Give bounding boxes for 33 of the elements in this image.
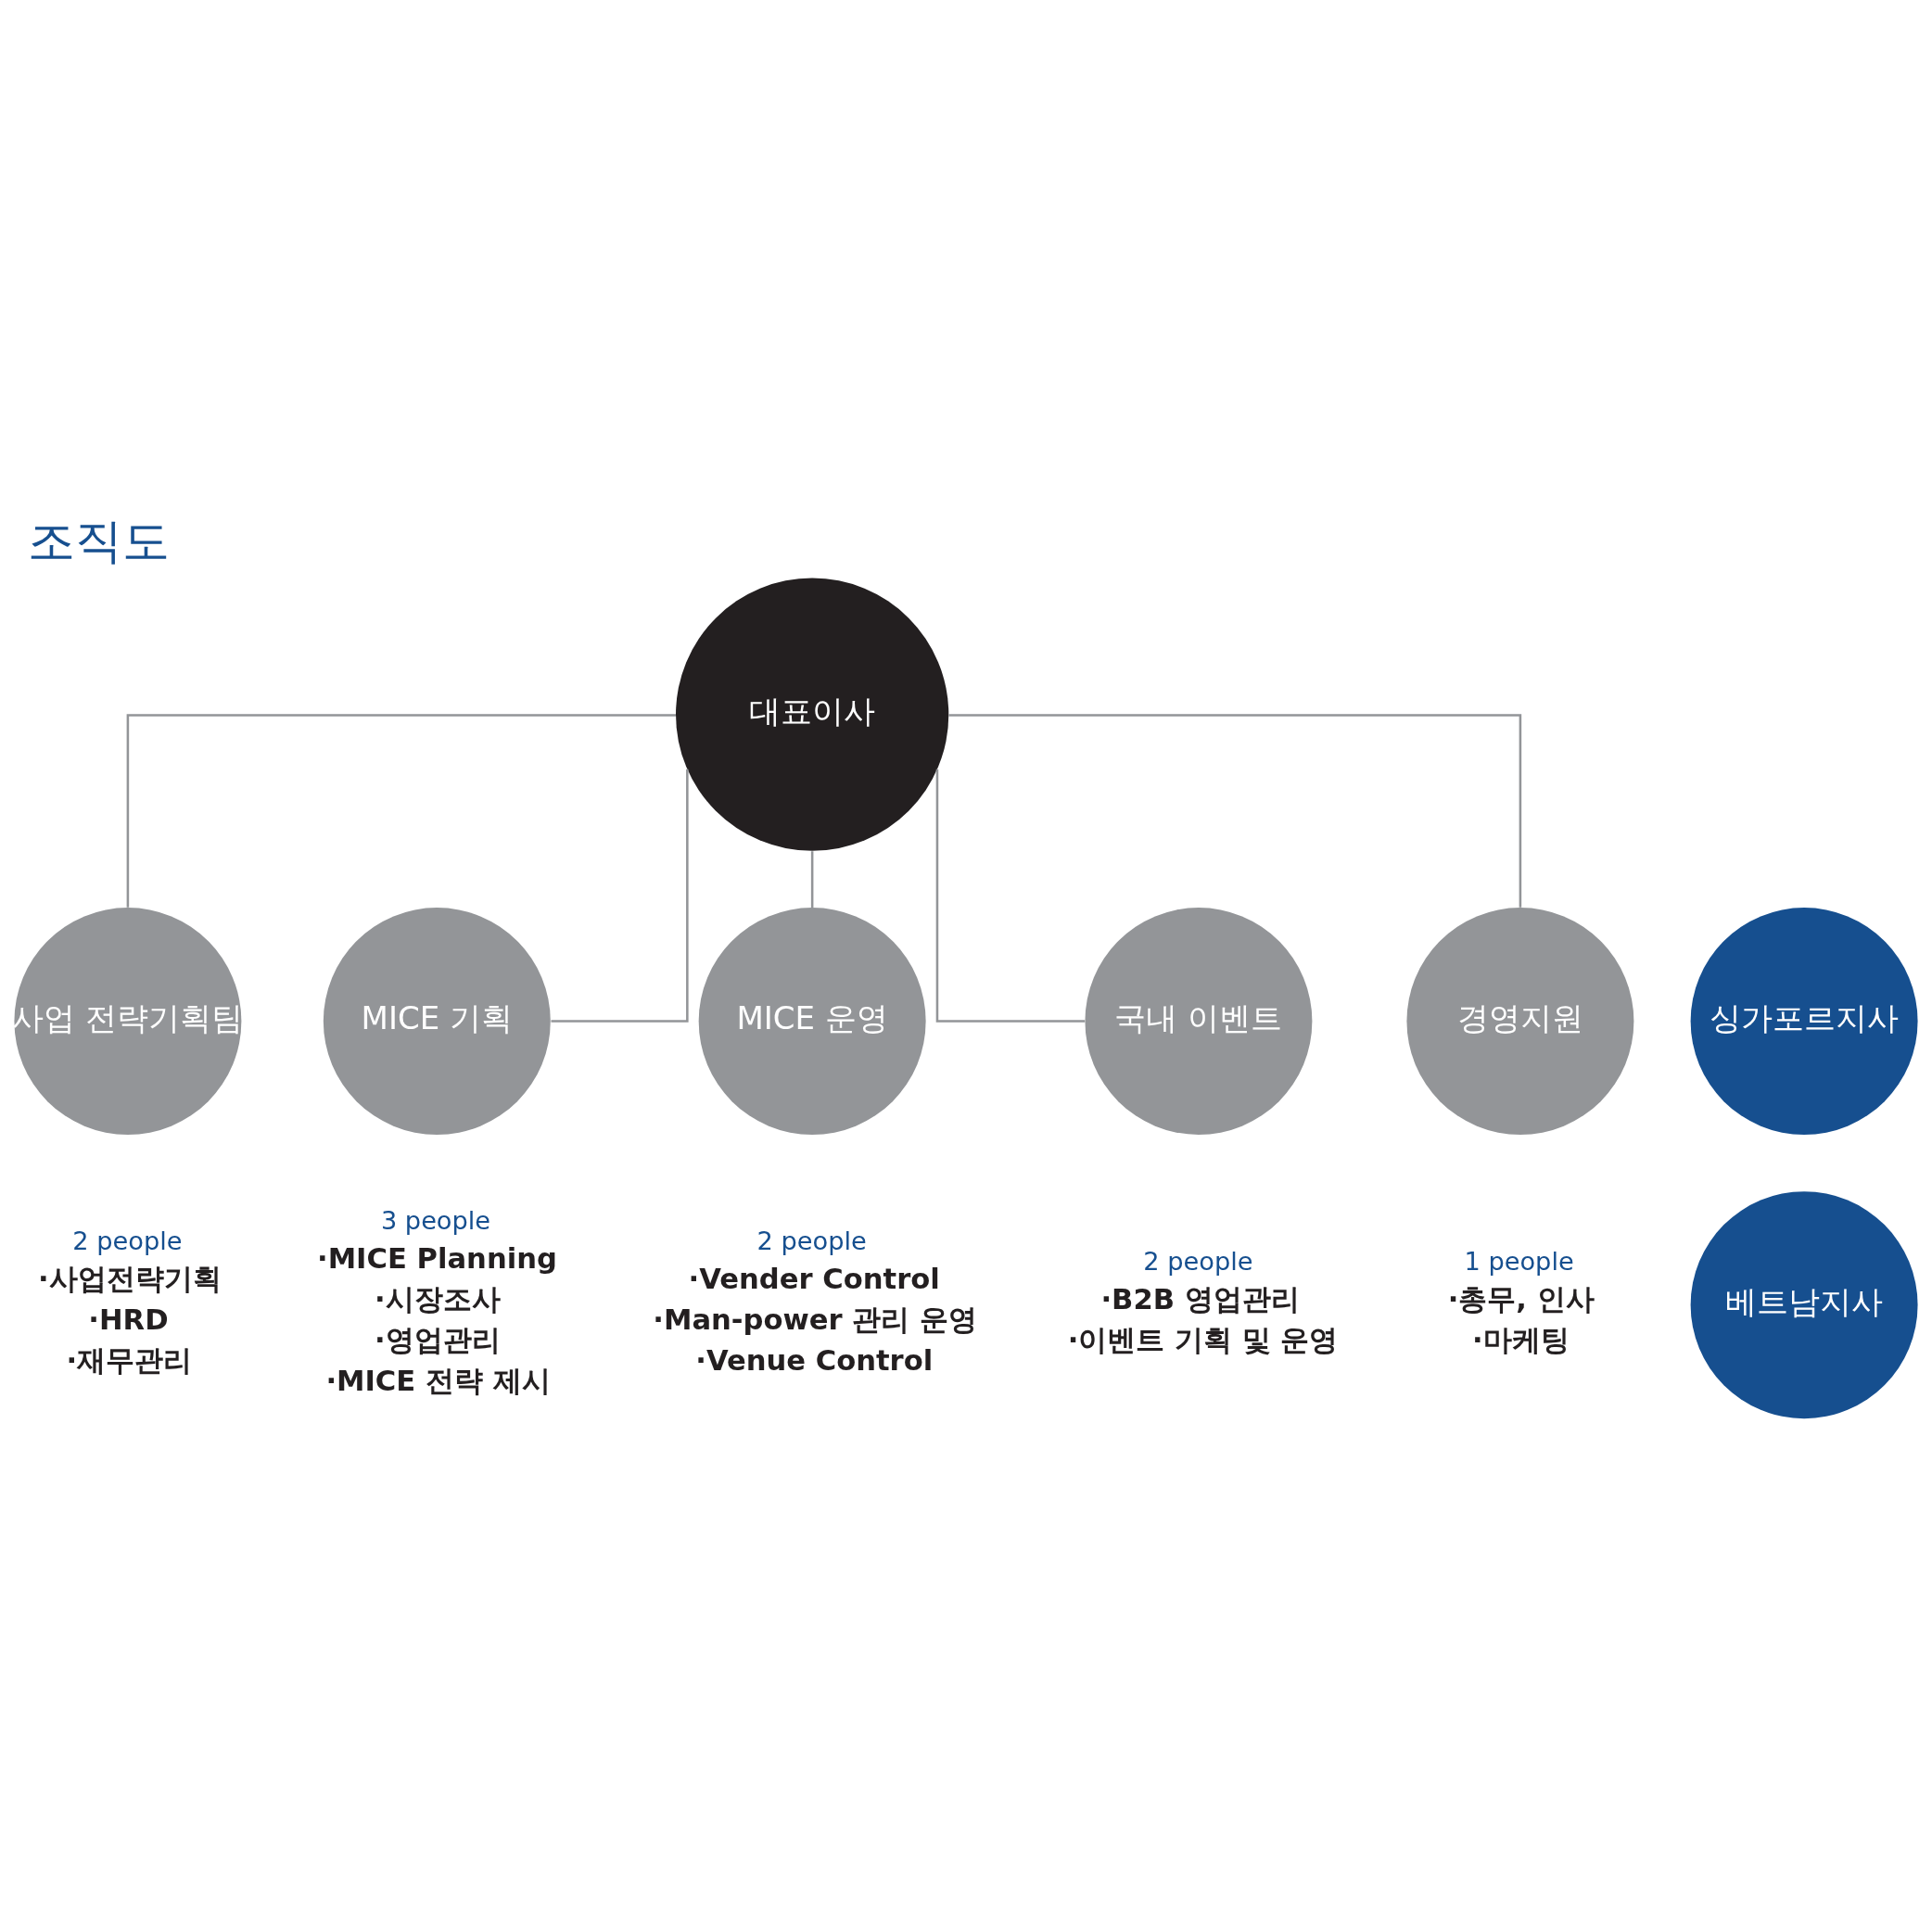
node-label: ·Vender Control bbox=[688, 1262, 940, 1295]
node-label: 2 people bbox=[756, 1226, 867, 1255]
node-label: ·MICE Planning bbox=[317, 1241, 557, 1275]
node-circle: 베트남지사 bbox=[1690, 1191, 1918, 1419]
connector bbox=[551, 769, 689, 1023]
node-label: ·이벤트 기획 및 운영 bbox=[1067, 1324, 1339, 1357]
node-label: 1 people bbox=[1464, 1246, 1574, 1276]
node-circle: 사업 전략기획팀 bbox=[14, 908, 242, 1135]
node-label: ·B2B 영업관리 bbox=[1100, 1282, 1300, 1316]
diagram-title: 조직도 bbox=[27, 514, 170, 569]
node-circle: 싱가포르지사 bbox=[1690, 908, 1918, 1135]
node-label: ·사업전략기획 bbox=[37, 1262, 222, 1295]
node-label: 2 people bbox=[1143, 1246, 1253, 1276]
node-label: ·총무, 인사 bbox=[1447, 1282, 1595, 1316]
node-label: ·영업관리 bbox=[375, 1324, 501, 1357]
node-circle: MICE 운영 bbox=[698, 908, 926, 1135]
node-label: ·시장조사 bbox=[375, 1282, 501, 1316]
node-label: ·HRD bbox=[88, 1303, 169, 1336]
node-circle: 국내 이벤트 bbox=[1085, 908, 1313, 1135]
node-label: ·마케팅 bbox=[1472, 1324, 1570, 1357]
node-label: ·Venue Control bbox=[695, 1344, 934, 1378]
connector bbox=[810, 851, 814, 909]
connector bbox=[948, 714, 1522, 908]
connector bbox=[126, 714, 676, 908]
node-label: ·재무관리 bbox=[66, 1344, 193, 1378]
node-label: 2 people bbox=[72, 1226, 183, 1255]
connector bbox=[935, 769, 1086, 1023]
node-label: 3 people bbox=[380, 1205, 491, 1235]
node-circle: MICE 기획 bbox=[323, 908, 551, 1135]
node-circle: 경영지원 bbox=[1406, 908, 1634, 1135]
node-circle: 대표이사 bbox=[676, 578, 949, 851]
node-label: ·Man-power 관리 운영 bbox=[653, 1303, 977, 1336]
node-label: ·MICE 전략 제시 bbox=[325, 1365, 551, 1398]
